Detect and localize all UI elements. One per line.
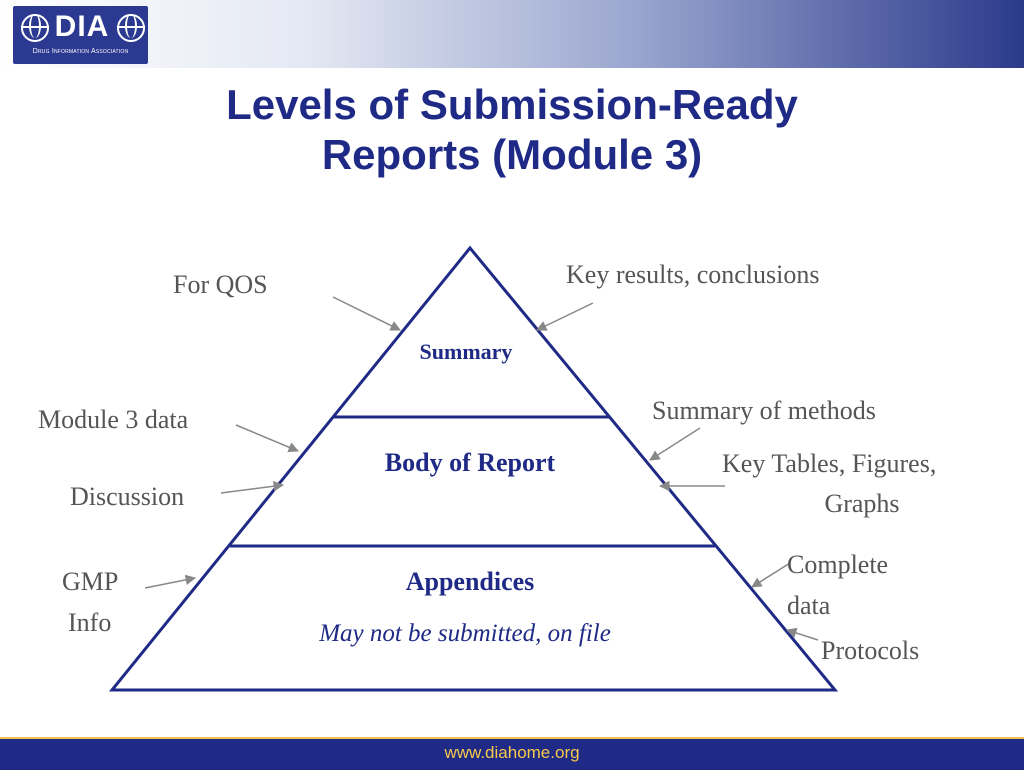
dia-logo: DIA Drug Information Association [13, 6, 148, 64]
tier-body-label: Body of Report [384, 448, 556, 477]
header-band [0, 0, 1024, 68]
footer-bar: www.diahome.org [0, 737, 1024, 770]
arrow-module3-data [235, 424, 299, 453]
arrow-key-results [536, 302, 594, 331]
arrow-complete-data [751, 562, 791, 588]
label-for-qos: For QOS [173, 270, 268, 299]
label-complete-data-line-2: data [787, 591, 831, 620]
label-gmp-line-2: Info [68, 608, 112, 637]
tier-summary-label: Summary [419, 339, 513, 364]
logo-subtitle: Drug Information Association [32, 48, 129, 55]
label-key-tables-line-1: Key Tables, Figures, [722, 449, 937, 478]
arrow-discussion [220, 481, 285, 494]
label-complete-data-line-1: Complete [787, 550, 889, 579]
pyramid-outline [108, 245, 839, 692]
label-key-results: Key results, conclusions [566, 260, 820, 289]
arrow-summary-methods [649, 427, 701, 461]
label-summary-methods: Summary of methods [652, 396, 876, 425]
label-gmp-line-1: GMP [62, 567, 119, 596]
label-module3-data: Module 3 data [38, 405, 189, 434]
title-line-2: Reports (Module 3) [321, 131, 703, 178]
label-discussion: Discussion [70, 482, 185, 511]
tier-appendices-label: Appendices [405, 567, 535, 596]
label-key-tables-line-2: Graphs [824, 489, 900, 518]
globe-icon [21, 14, 49, 42]
tier-appendices-note: May not be submitted, on file [319, 620, 611, 647]
footer-website-link[interactable]: www.diahome.org [444, 743, 580, 762]
arrow-protocols [786, 627, 819, 641]
arrow-for-qos [332, 296, 401, 331]
logo-letters: DIA [54, 10, 110, 43]
slide-title: Levels of Submission-Ready Reports (Modu… [60, 80, 964, 180]
title-line-1: Levels of Submission-Ready [226, 81, 798, 128]
globe-icon [117, 14, 145, 42]
arrow-gmp-info [144, 574, 197, 589]
label-protocols: Protocols [821, 636, 920, 665]
